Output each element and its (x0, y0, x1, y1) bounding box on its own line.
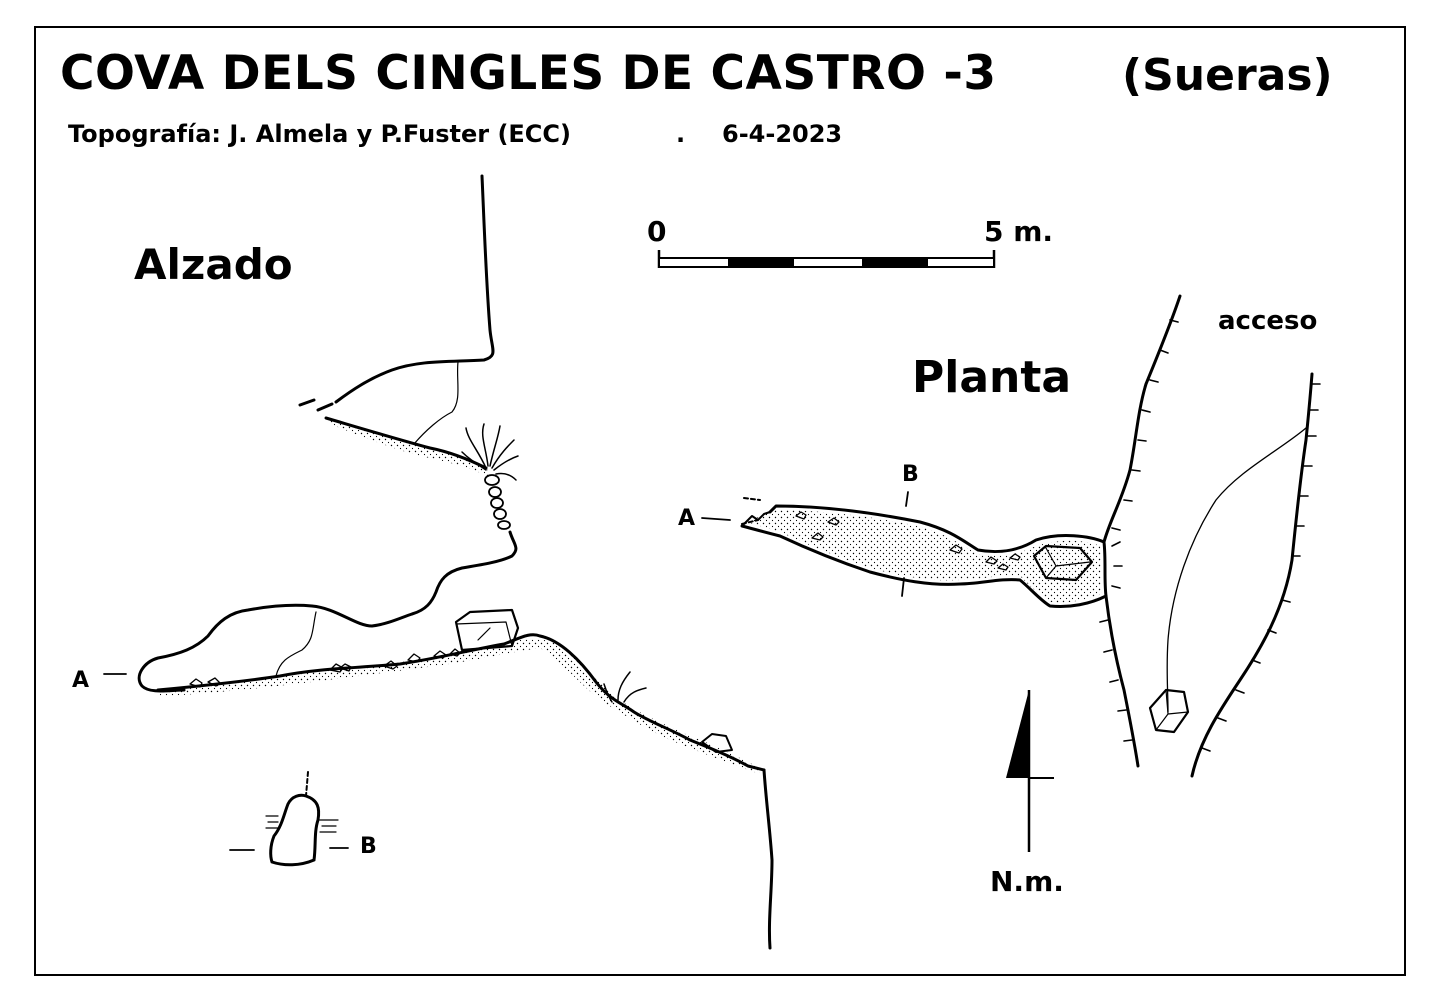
access-label: acceso (1218, 306, 1318, 336)
elevation-view-label: Alzado (134, 240, 293, 289)
scale-end-label: 5 m. (984, 215, 1054, 248)
plan-view-label: Planta (912, 352, 1072, 403)
north-arrow-icon (1006, 690, 1054, 852)
credits-separator: . (676, 120, 686, 148)
section-a-plan-label: A (678, 506, 696, 531)
section-b-label: B (360, 834, 377, 859)
vegetation-icon (461, 423, 519, 481)
cross-section-b (229, 771, 349, 867)
elevation-profile (103, 174, 774, 950)
map-frame (34, 26, 1406, 976)
survey-date: 6-4-2023 (722, 120, 843, 148)
boulder-icon (1032, 544, 1094, 582)
plan-gallery (701, 294, 1321, 778)
north-label: N.m. (990, 865, 1064, 898)
scale-start-label: 0 (647, 215, 667, 248)
section-a-elevation-label: A (72, 668, 90, 693)
map-title: COVA DELS CINGLES DE CASTRO -3 (60, 46, 997, 101)
survey-credits: Topografía: J. Almela y P.Fuster (ECC) (68, 120, 572, 148)
scale-bar-icon (657, 250, 996, 268)
boulder-icon (454, 608, 520, 652)
section-b-plan-label: B (902, 462, 919, 487)
region-name: (Sueras) (1122, 50, 1333, 101)
